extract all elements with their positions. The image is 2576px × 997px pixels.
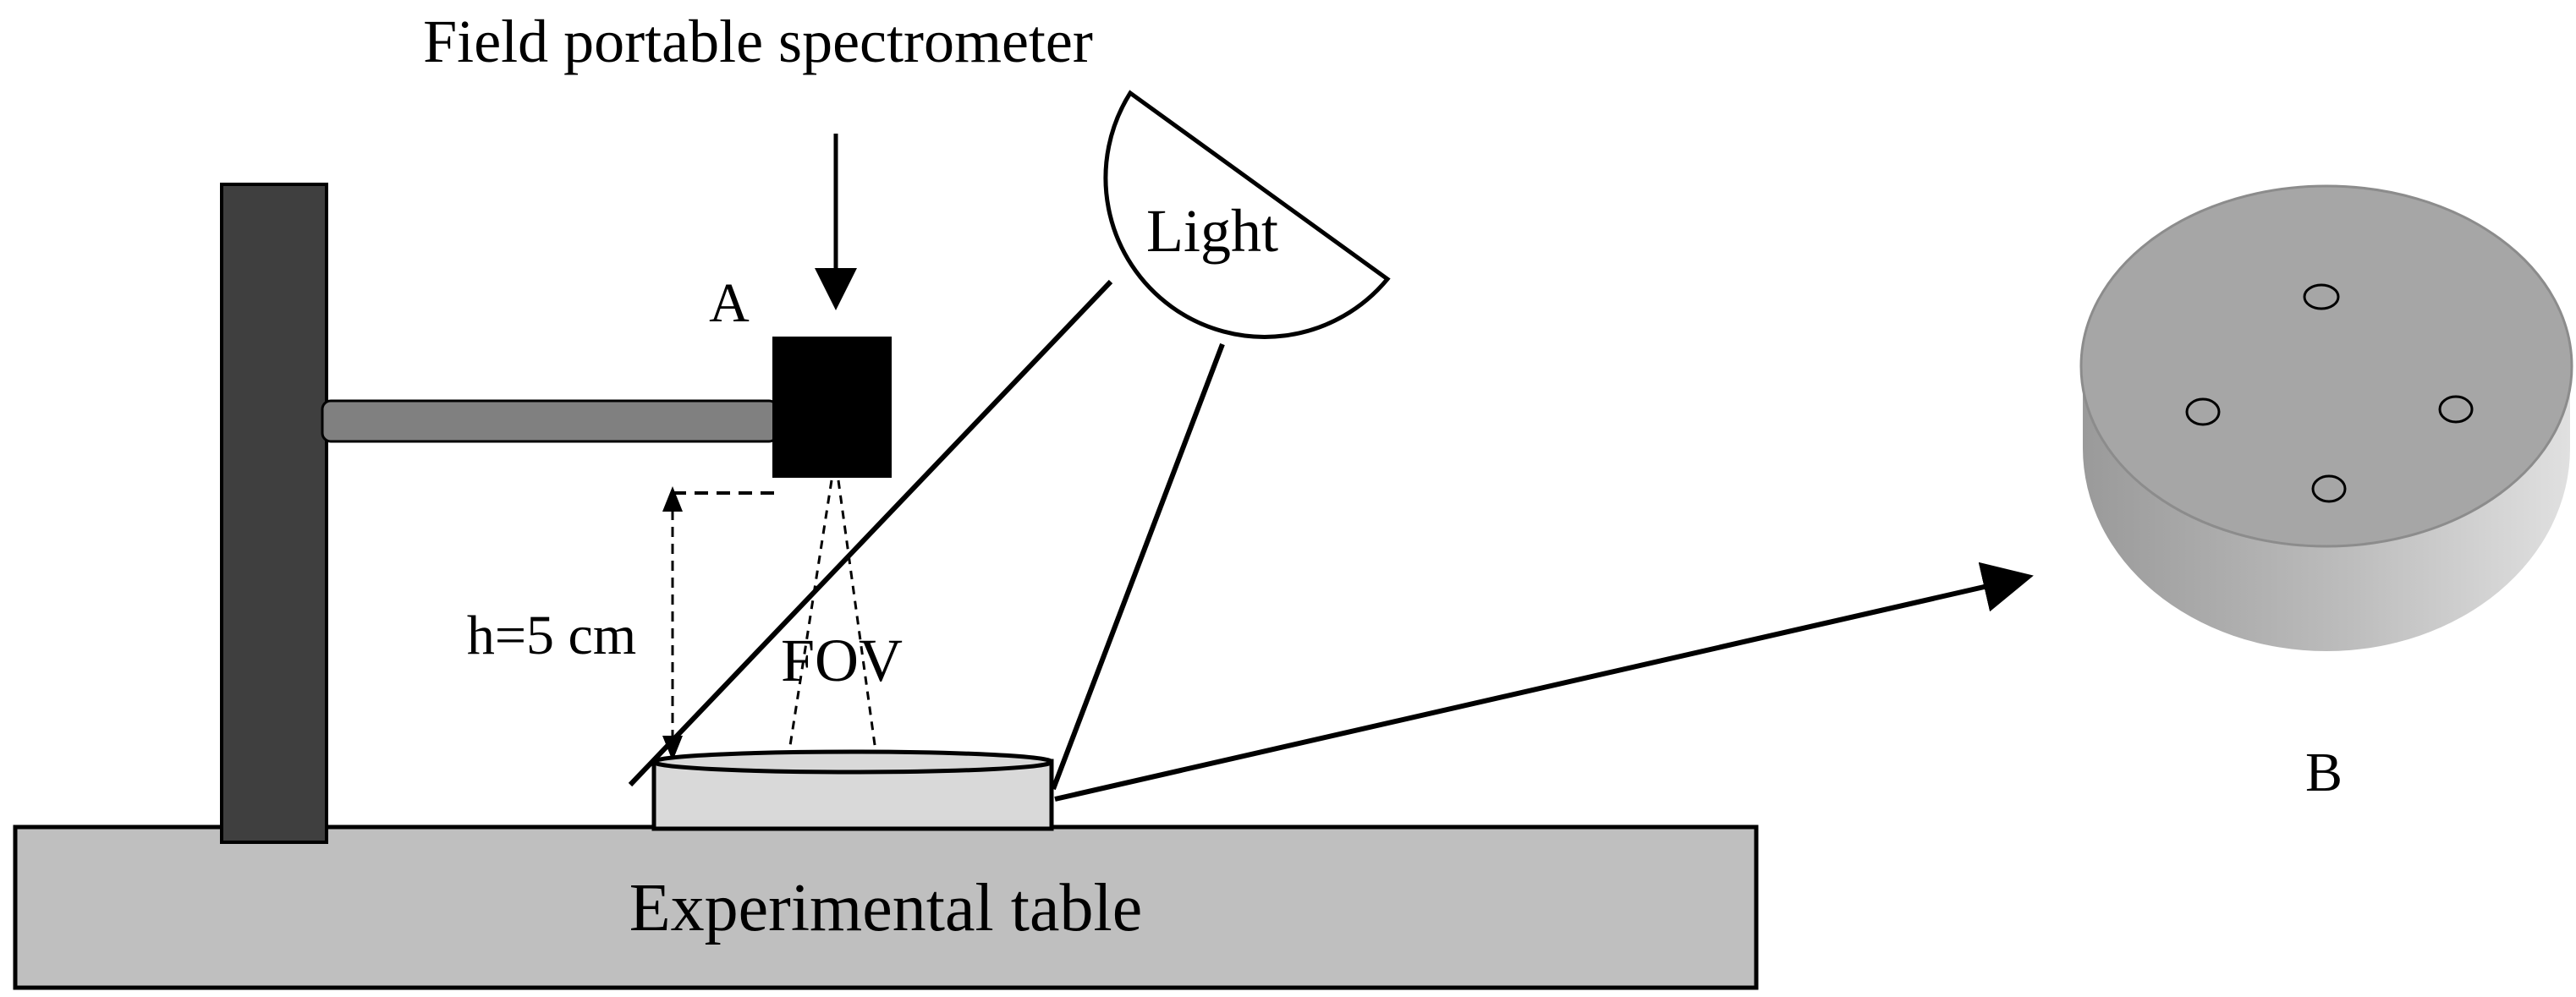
sample-disk [2079, 184, 2573, 651]
height-arrowhead-bottom [662, 736, 683, 761]
experimental-table [13, 824, 1759, 990]
sample-hole-right [2438, 395, 2474, 424]
dish-to-sample-arrow [1054, 561, 2034, 802]
sample-dish-rim [651, 749, 1054, 775]
light-source [1103, 90, 1391, 339]
sample-hole-left [2185, 397, 2221, 426]
fov-cone-left [788, 479, 833, 752]
light-ray-right [1051, 342, 1225, 791]
table-label: Experimental table [629, 871, 1142, 945]
sample-disk-top [2079, 184, 2573, 548]
panel-a-label: A [709, 272, 750, 334]
fov-label: FOV [781, 627, 903, 694]
sample-hole-bottom [2311, 474, 2347, 503]
spectrometer-head [772, 337, 892, 478]
height-arrowhead-top [662, 486, 683, 512]
height-label: h=5 cm [467, 605, 636, 666]
panel-b-label: B [2305, 742, 2343, 803]
stand-pole [220, 183, 328, 844]
spectrometer-label: Field portable spectrometer [423, 8, 1093, 75]
light-ray-left [628, 279, 1113, 787]
sample-hole-top [2303, 283, 2340, 310]
stand-arm [321, 399, 779, 443]
fov-cone-right [837, 479, 877, 752]
light-label: Light [1146, 197, 1278, 265]
